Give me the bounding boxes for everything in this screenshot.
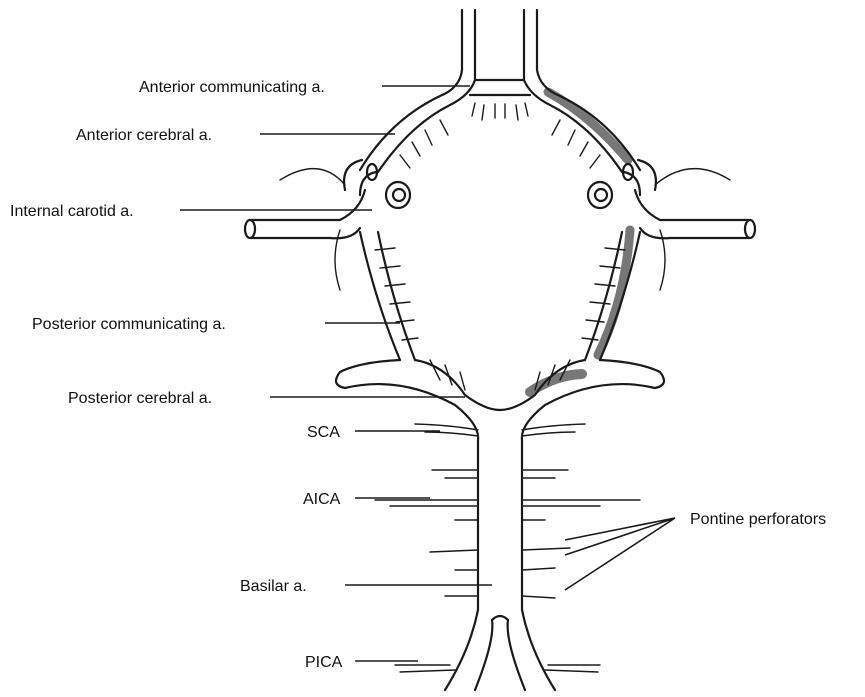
posterior-communicating-arteries	[360, 232, 640, 360]
perforator-branches	[375, 103, 625, 390]
label-internal-carotid: Internal carotid a.	[10, 203, 134, 220]
label-anterior-communicating: Anterior communicating a.	[139, 79, 325, 96]
label-posterior-cerebral: Posterior cerebral a.	[68, 390, 212, 407]
label-sca: SCA	[307, 424, 340, 441]
leader-lines	[180, 86, 675, 661]
anterior-cerebral-arteries	[360, 10, 640, 172]
leader-pontine-perforators	[565, 518, 675, 590]
anterior-communicating-artery	[470, 80, 530, 95]
label-posterior-communicating: Posterior communicating a.	[32, 316, 226, 333]
label-aica: AICA	[303, 491, 341, 508]
label-basilar: Basilar a.	[240, 578, 307, 595]
posterior-cerebral-arteries	[336, 360, 664, 440]
left-internal-carotid	[245, 160, 410, 290]
labels: Anterior communicating a. Anterior cereb…	[10, 79, 826, 671]
label-anterior-cerebral: Anterior cerebral a.	[76, 127, 212, 144]
label-pica: PICA	[305, 654, 343, 671]
label-pontine-perforators: Pontine perforators	[690, 511, 826, 528]
